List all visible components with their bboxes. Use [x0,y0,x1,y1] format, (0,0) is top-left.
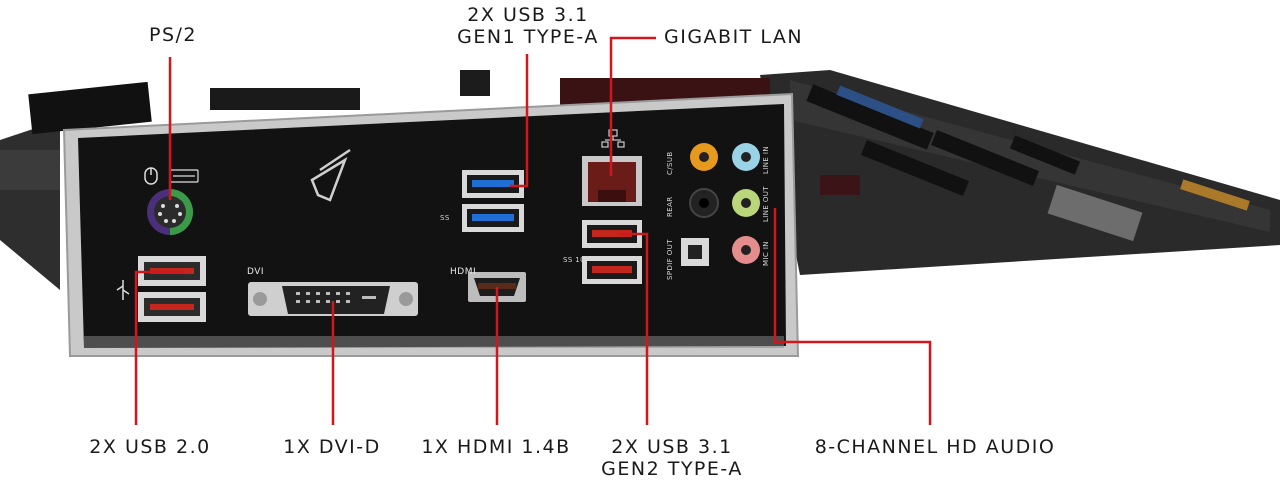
callout-ps2: PS/2 [148,24,197,46]
hdmi-panel-label: HDMI [450,267,476,277]
dvi-panel-label: DVI [247,267,264,277]
csub-label: C/SUB [666,151,674,175]
audio-jacks [681,143,760,266]
mic-in-label: MIC IN [762,241,770,266]
line-out-label: LINE OUT [762,186,770,222]
callout-hdmi: 1X HDMI 1.4B [421,436,571,458]
leader-lines [134,36,932,425]
ss10-logo-label: SS 10 [563,256,585,264]
callout-usb20: 2X USB 2.0 [89,436,211,458]
lan-port [582,156,642,206]
callout-gigabit-lan: GIGABIT LAN [664,26,804,48]
leader-line-usb31-gen2 [620,232,649,425]
leader-line-usb20 [134,270,185,425]
callout-usb31-gen2-line2: GEN2 TYPE-A [601,458,743,480]
dvi-port [248,282,418,316]
callout-usb31-gen1-line1: 2X USB 3.1 [467,4,589,26]
ps2-port [147,189,193,235]
callout-dvi: 1X DVI-D [283,436,381,458]
line-in-label: LINE IN [762,146,770,174]
leader-line-lan [609,36,656,176]
usb-icon [116,280,130,300]
rog-logo-icon [310,148,351,202]
callout-usb31-gen1-line2: GEN1 TYPE-A [457,26,599,48]
leader-line-usb31-gen1 [510,54,529,188]
mouse-icon [144,167,158,185]
spdif-label: SPDIF OUT [666,239,674,280]
callout-audio: 8-CHANNEL HD AUDIO [814,436,1056,458]
callout-usb31-gen2-line1: 2X USB 3.1 [611,436,733,458]
ss-logo-label: SS [440,214,450,222]
usb31-gen1-ports [462,170,524,232]
rear-label: REAR [666,196,674,217]
motherboard-board [0,70,1280,290]
network-icon [601,129,625,148]
leader-line-audio [773,208,932,425]
usb31-gen2-ports [582,220,642,284]
